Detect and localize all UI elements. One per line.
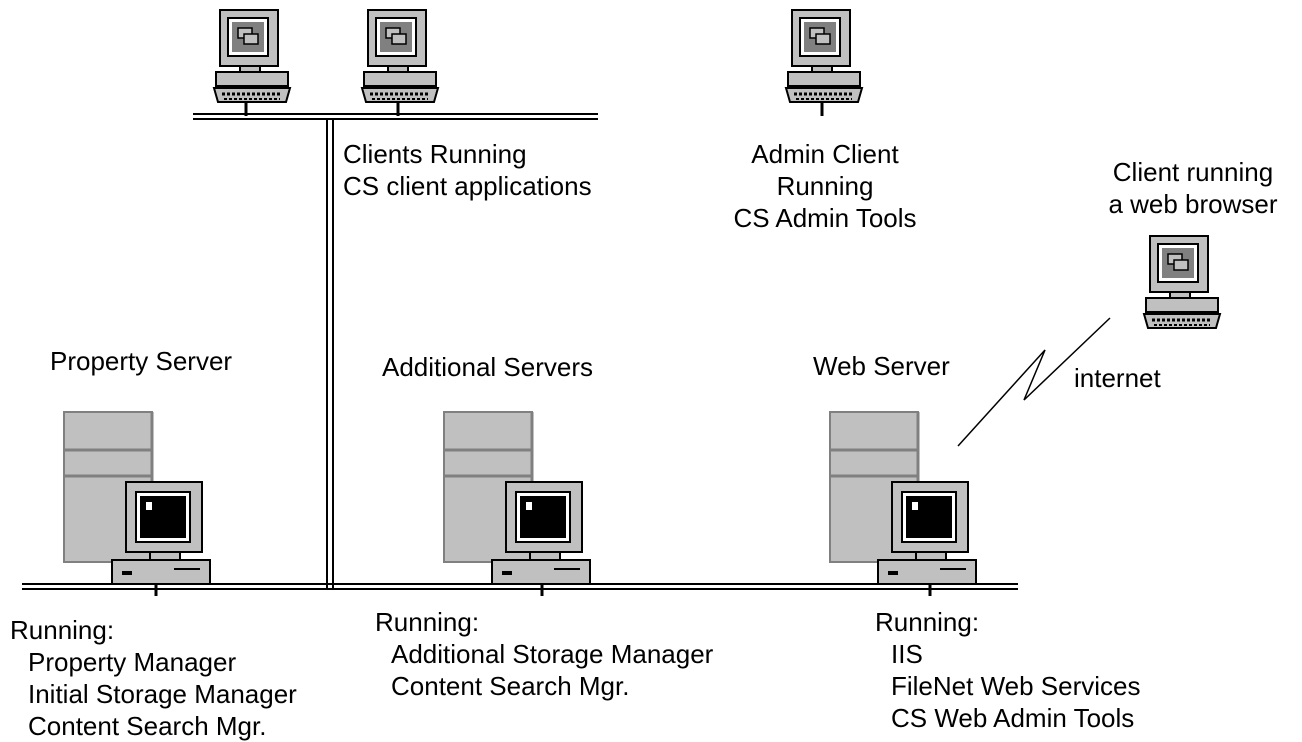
property-server-label: Property Server — [50, 346, 233, 376]
client-computer-icon-2 — [360, 8, 440, 104]
additional-servers-label: Additional Servers — [382, 352, 593, 382]
property-server-icon — [62, 410, 212, 586]
additional-servers-software: Running: Additional Storage Manager Cont… — [375, 607, 714, 701]
web-client-computer-icon — [1142, 234, 1222, 330]
web-server-software: Running: IIS FileNet Web Services CS Web… — [875, 607, 1141, 733]
web-client-label: Client running a web browser — [1108, 157, 1278, 219]
web-server-icon — [828, 410, 978, 586]
additional-servers-icon — [442, 410, 592, 586]
clients-running-label: Clients Running CS client applications — [343, 139, 592, 201]
admin-client-computer-icon — [784, 8, 864, 104]
internet-link-icon — [957, 317, 1111, 447]
client-computer-icon-1 — [212, 8, 292, 104]
admin-client-label: Admin Client Running CS Admin Tools — [733, 139, 917, 233]
internet-label: internet — [1074, 363, 1161, 393]
property-server-software: Running: Property Manager Initial Storag… — [10, 615, 297, 741]
web-server-label: Web Server — [813, 351, 950, 381]
